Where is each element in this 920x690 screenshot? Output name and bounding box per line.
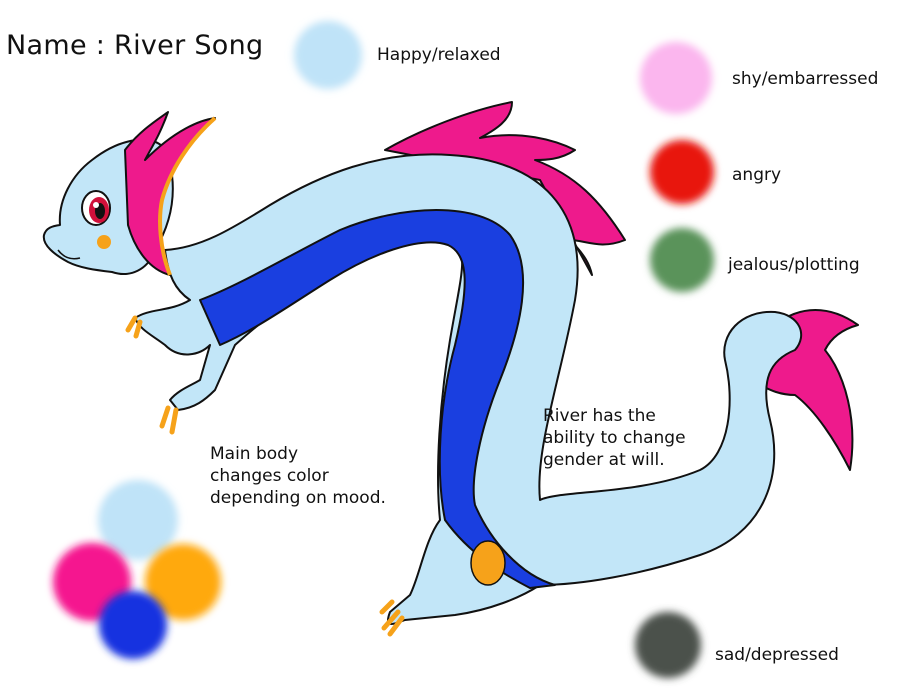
belly-stripe bbox=[199, 209, 556, 589]
eye-shine bbox=[93, 202, 99, 208]
rear-claws bbox=[379, 599, 405, 637]
swatch-happy bbox=[294, 21, 362, 89]
palette-blue-dark bbox=[99, 591, 167, 659]
mood-label-angry: angry bbox=[732, 165, 782, 185]
mood-label-jealous: jealous/plotting bbox=[728, 255, 860, 275]
mood-label-shy: shy/embarressed bbox=[732, 69, 879, 89]
frill-edge bbox=[158, 116, 217, 276]
note-body-color: Main body changes color depending on moo… bbox=[210, 444, 386, 508]
mood-label-happy: Happy/relaxed bbox=[377, 45, 501, 65]
swatch-jealous bbox=[650, 228, 714, 292]
note-gender: River has the ability to change gender a… bbox=[543, 406, 686, 470]
swatch-angry bbox=[650, 140, 714, 204]
front-claws bbox=[125, 315, 179, 435]
swatch-sad bbox=[635, 612, 701, 678]
hip-spot bbox=[470, 540, 506, 586]
swatch-shy bbox=[640, 42, 712, 114]
palette-orange bbox=[145, 544, 221, 620]
mouth bbox=[57, 249, 81, 260]
palette-blue-light bbox=[98, 480, 178, 560]
mood-label-sad: sad/depressed bbox=[715, 645, 839, 665]
cheek-spot bbox=[97, 235, 111, 249]
character-name: Name : River Song bbox=[6, 30, 264, 61]
